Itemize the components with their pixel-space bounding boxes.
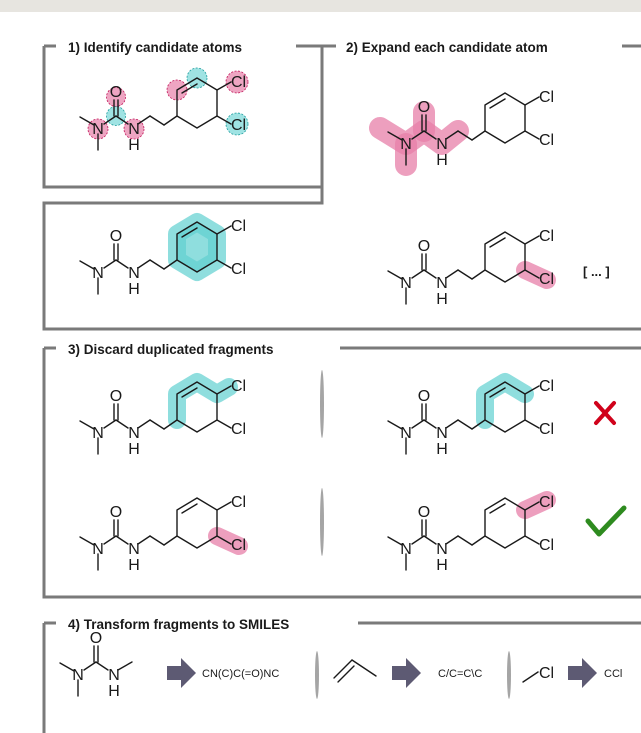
separator bbox=[320, 370, 324, 438]
separator bbox=[507, 651, 511, 699]
step2-molecule-urea bbox=[369, 88, 555, 176]
arrow-icon bbox=[167, 658, 196, 688]
step4-ccl-fragment: Cl bbox=[522, 665, 554, 683]
atom-hydrogen: H bbox=[108, 683, 120, 700]
smiles-1: CN(C)C(=O)NC bbox=[202, 668, 279, 680]
step2-frame bbox=[42, 187, 641, 331]
arrow-icon bbox=[392, 658, 421, 688]
separator bbox=[315, 651, 319, 699]
smiles-3: CCl bbox=[604, 668, 622, 680]
checkmark-icon bbox=[585, 505, 627, 537]
separator bbox=[320, 488, 324, 556]
step2-heading: 2) Expand each candidate atom bbox=[346, 40, 548, 55]
step3-molecule-3 bbox=[79, 493, 248, 575]
arrow-icon bbox=[568, 658, 597, 688]
step4-urea-fragment: O N N H bbox=[59, 630, 133, 700]
step3-molecule-2 bbox=[387, 373, 555, 459]
step1-molecule bbox=[79, 67, 249, 155]
step3-heading: 3) Discard duplicated fragments bbox=[68, 342, 274, 357]
step3-frame bbox=[42, 348, 641, 599]
smiles-2: C/C=C\C bbox=[438, 668, 482, 680]
cross-icon bbox=[594, 401, 616, 425]
step2-molecule-ccl bbox=[387, 227, 556, 309]
atom-nitrogen: N bbox=[72, 667, 84, 684]
atom-chlorine: Cl bbox=[539, 665, 554, 682]
step1-frame bbox=[42, 46, 324, 189]
step1-heading: 1) Identify candidate atoms bbox=[68, 40, 242, 55]
atom-nitrogen: N bbox=[108, 667, 120, 684]
atom-oxygen: O bbox=[90, 630, 102, 647]
step3-molecule-4 bbox=[387, 491, 556, 575]
top-bar bbox=[0, 0, 641, 12]
step3-molecule-1 bbox=[79, 373, 247, 459]
step4-heading: 4) Transform fragments to SMILES bbox=[68, 617, 289, 632]
step4-butene-fragment bbox=[333, 659, 377, 683]
ellipsis: [ ... ] bbox=[583, 264, 610, 279]
step2-molecule-ring bbox=[79, 213, 247, 299]
